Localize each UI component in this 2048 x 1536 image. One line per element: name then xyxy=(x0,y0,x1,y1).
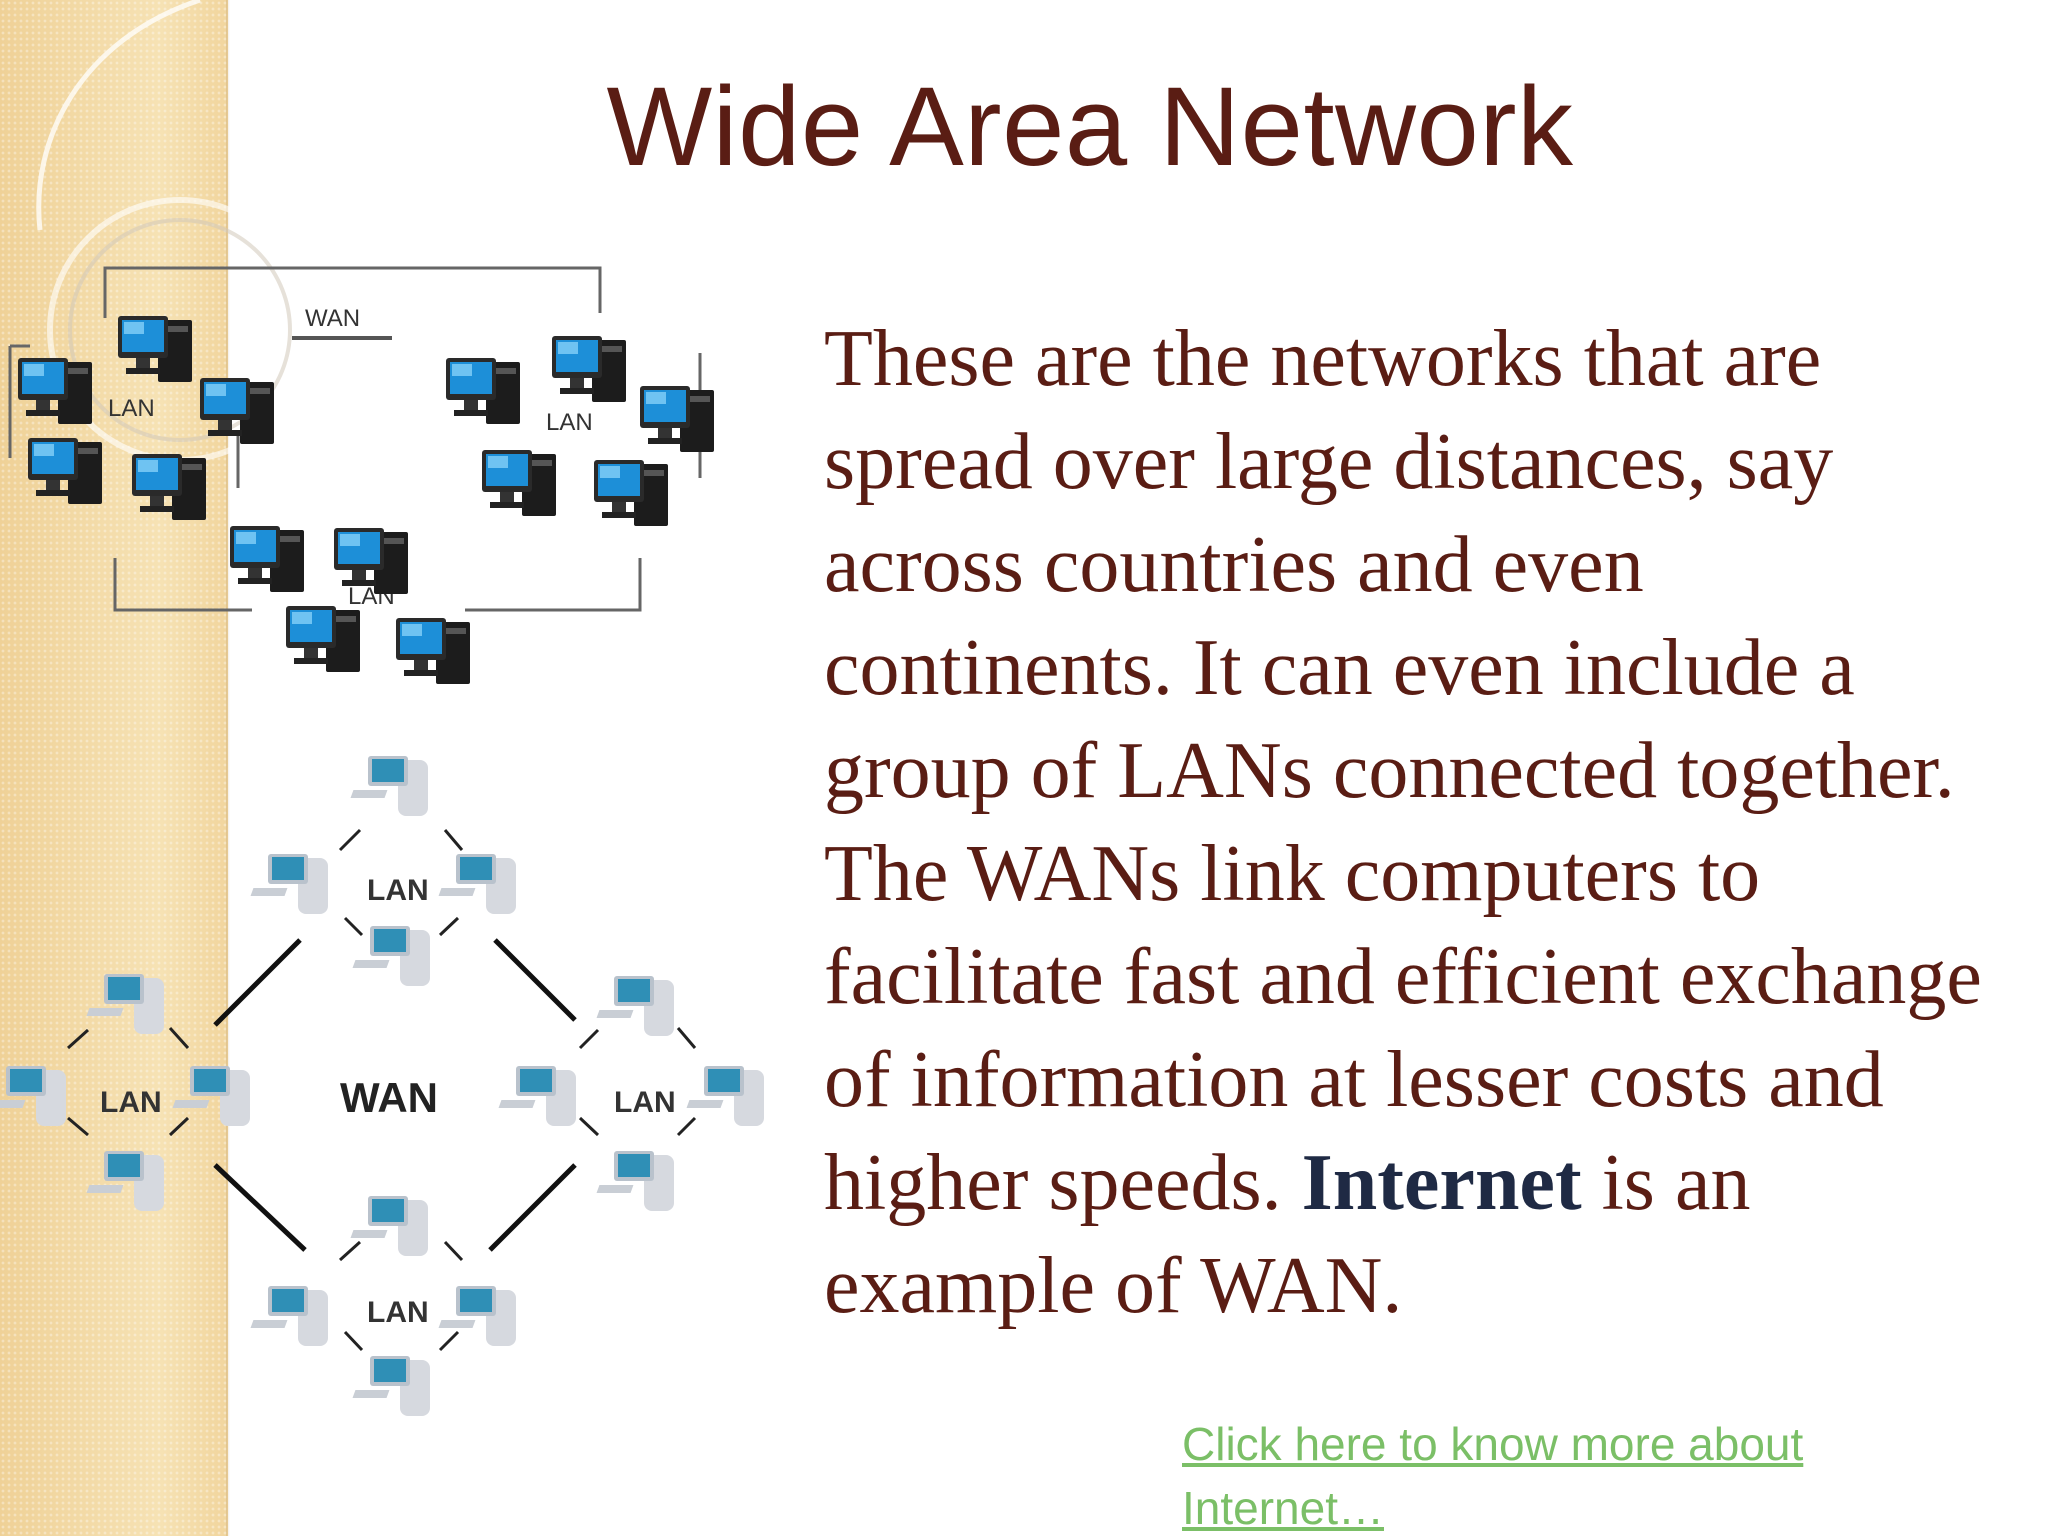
lan-label: LAN xyxy=(100,1086,162,1119)
workstation-icon xyxy=(172,1066,250,1126)
workstation-icon xyxy=(250,1286,328,1346)
lan-label: LAN xyxy=(108,395,155,422)
workstation-icon xyxy=(596,1151,674,1211)
lan-label: LAN xyxy=(367,874,429,907)
internet-emphasis: Internet xyxy=(1301,1139,1582,1227)
body-text-part: is an example of WAN. xyxy=(824,1139,1751,1330)
computer-group xyxy=(0,756,764,1416)
workstation-icon xyxy=(352,926,430,986)
desktop-computer-icon xyxy=(396,618,470,684)
workstation-icon xyxy=(0,1066,66,1126)
desktop-computer-icon xyxy=(28,438,102,504)
workstation-icon xyxy=(350,756,428,816)
workstation-icon xyxy=(86,974,164,1034)
computer-group xyxy=(18,316,714,684)
desktop-computer-icon xyxy=(18,358,92,424)
body-text-part: These are the networks that are spread o… xyxy=(824,315,1982,1227)
desktop-computer-icon xyxy=(230,526,304,592)
workstation-icon xyxy=(438,1286,516,1346)
wan-label: WAN xyxy=(340,1074,438,1121)
desktop-computer-icon xyxy=(334,528,408,594)
desktop-computer-icon xyxy=(446,358,520,424)
desktop-computer-icon xyxy=(200,378,274,444)
wan-links xyxy=(8,266,702,612)
decorative-side-band xyxy=(0,0,228,1536)
lan-label: LAN xyxy=(546,409,593,436)
workstation-icon xyxy=(350,1196,428,1256)
wan-links xyxy=(213,938,577,1252)
slide-body-text: These are the networks that are spread o… xyxy=(824,308,1994,1338)
wan-label: WAN xyxy=(305,305,360,332)
internet-info-link[interactable]: Click here to know more about Internet… xyxy=(1182,1418,1804,1534)
workstation-icon xyxy=(498,1066,576,1126)
workstation-icon xyxy=(250,854,328,914)
lan-links xyxy=(66,828,697,1352)
desktop-computer-icon xyxy=(640,386,714,452)
wan-diagram-top: WAN LAN LAN LAN xyxy=(8,266,714,684)
workstation-icon xyxy=(438,854,516,914)
desktop-computer-icon xyxy=(552,336,626,402)
workstation-icon xyxy=(86,1151,164,1211)
desktop-computer-icon xyxy=(132,454,206,520)
lan-label: LAN xyxy=(614,1086,676,1119)
desktop-computer-icon xyxy=(286,606,360,672)
desktop-computer-icon xyxy=(118,316,192,382)
workstation-icon xyxy=(352,1356,430,1416)
lan-label: LAN xyxy=(367,1296,429,1329)
desktop-computer-icon xyxy=(482,450,556,516)
desktop-computer-icon xyxy=(594,460,668,526)
slide-title: Wide Area Network xyxy=(606,64,1574,189)
workstation-icon xyxy=(596,976,674,1036)
workstation-icon xyxy=(686,1066,764,1126)
wan-diagram-bottom: LAN LAN LAN LAN WAN xyxy=(0,756,764,1416)
band-edge xyxy=(226,0,230,1536)
